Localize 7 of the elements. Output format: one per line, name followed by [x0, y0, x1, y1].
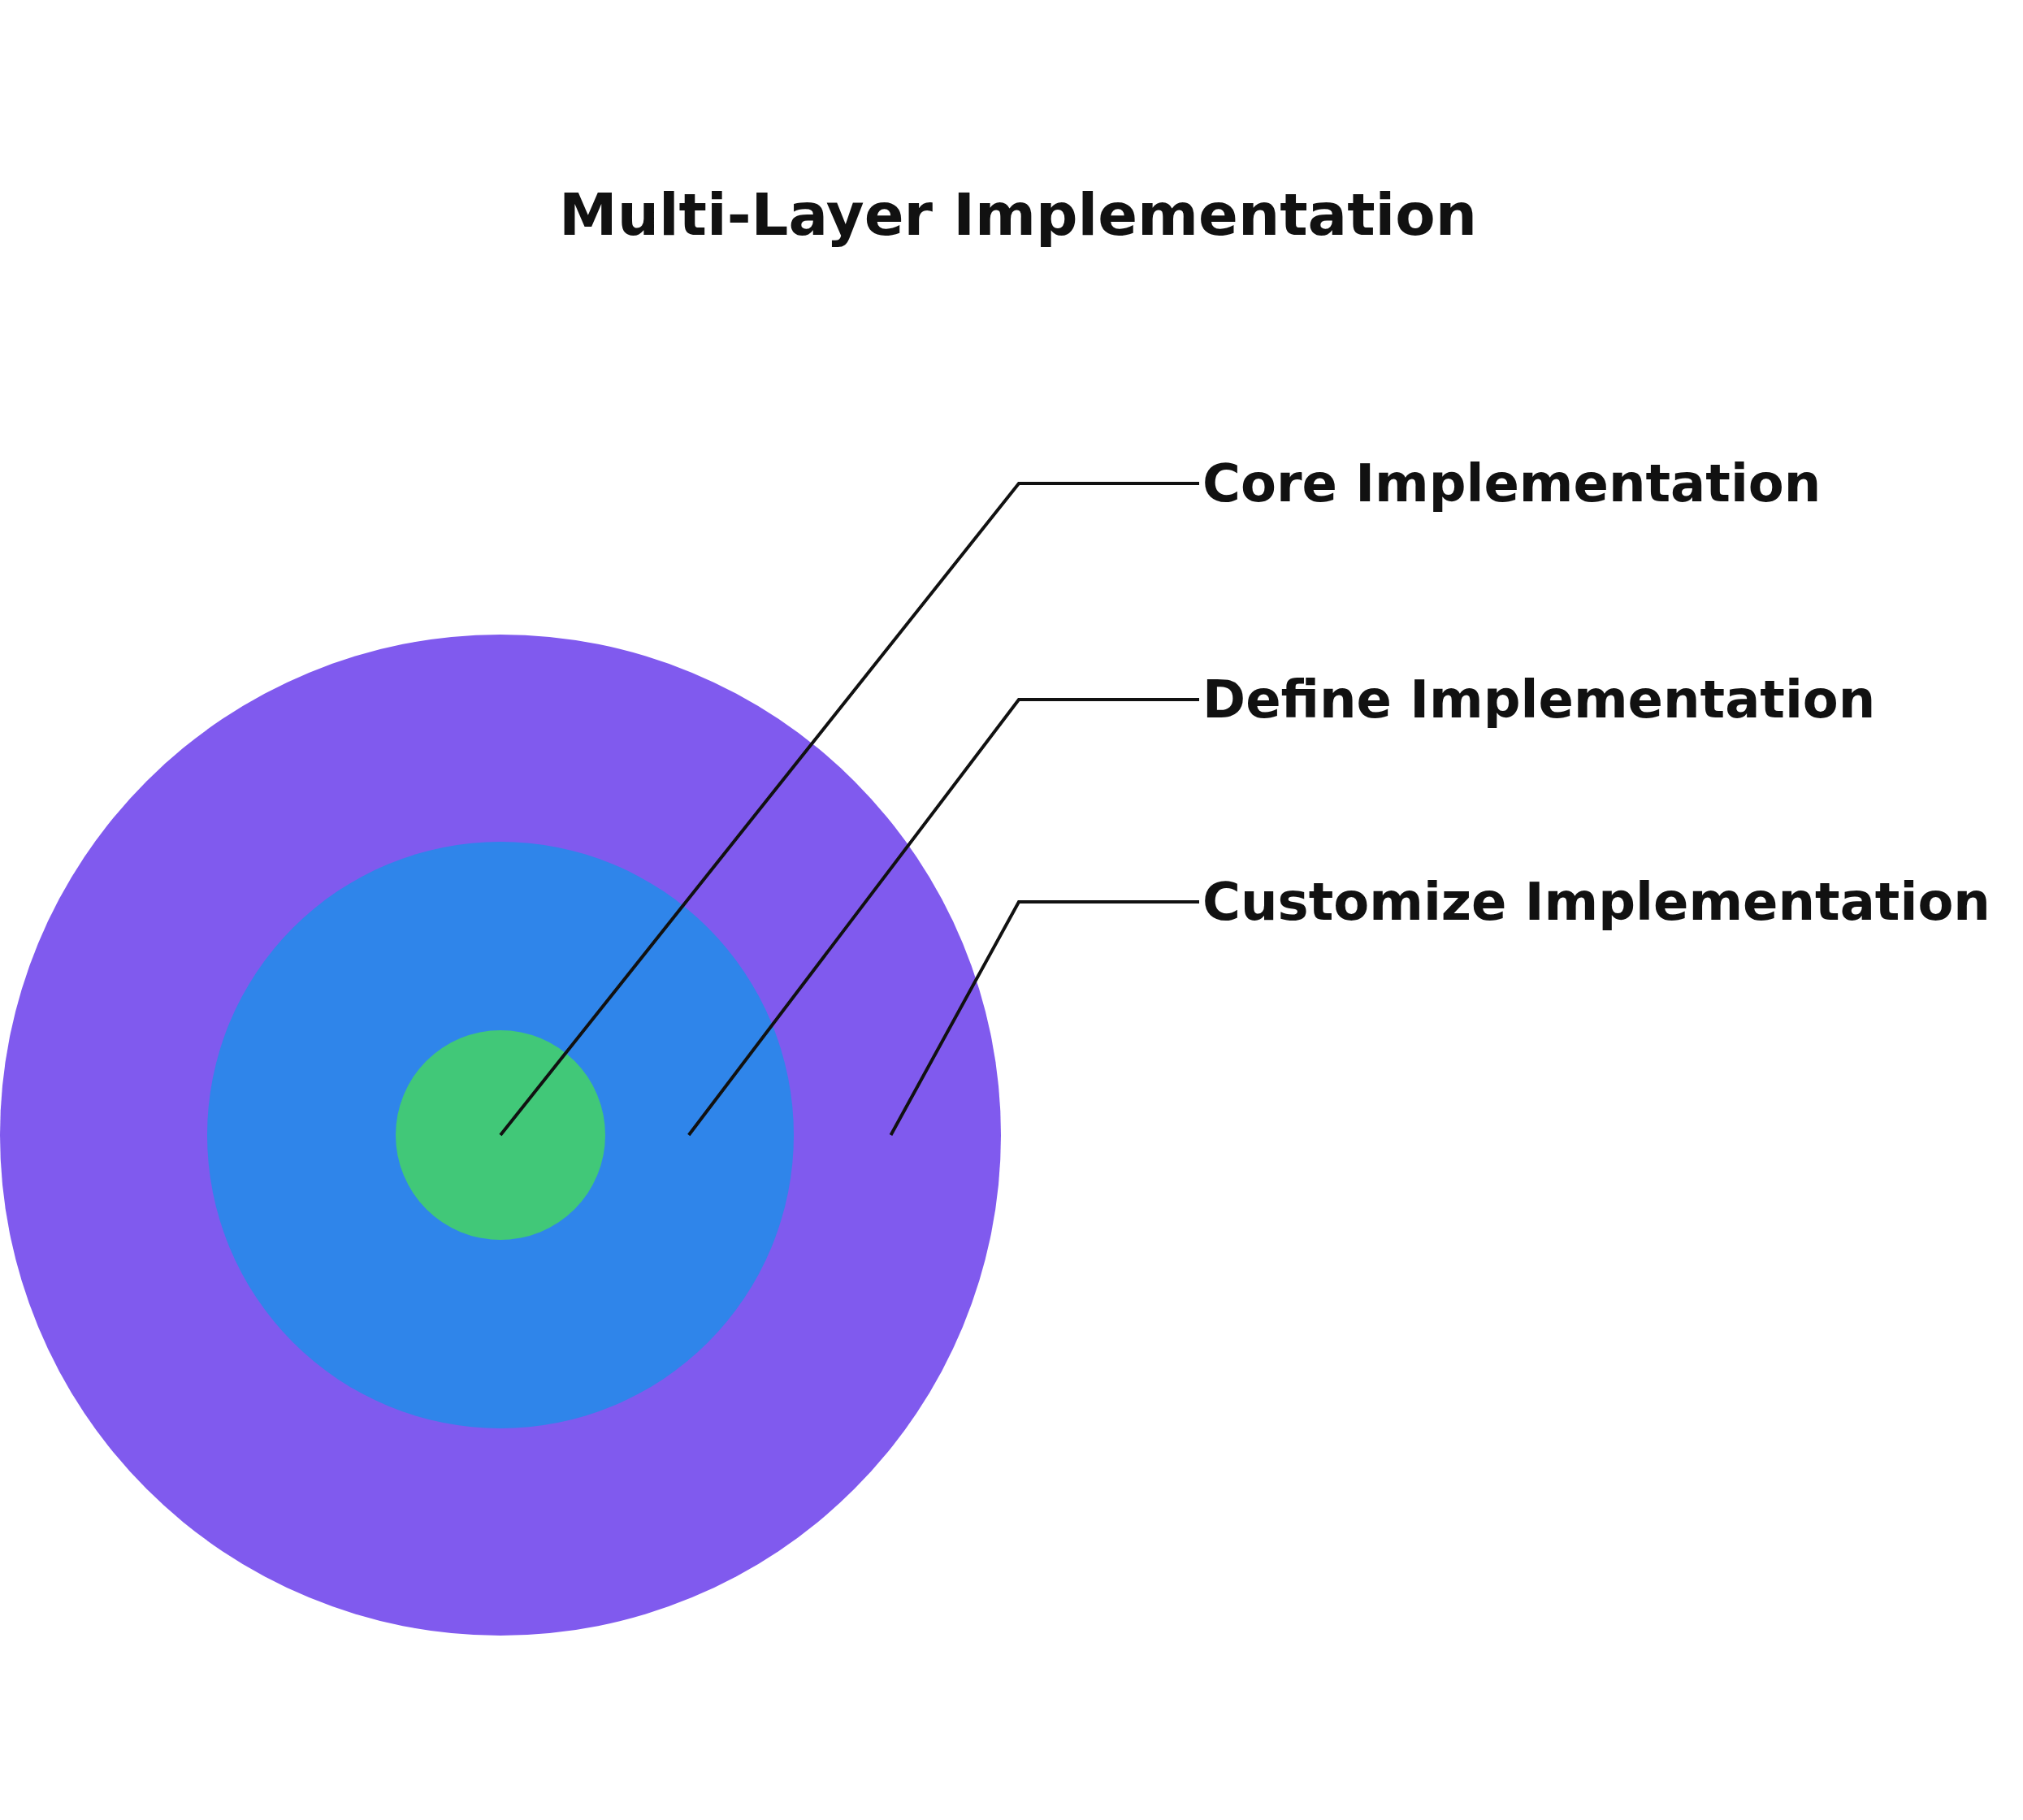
leader-line [889, 900, 1199, 1136]
callout-label: Core Implementation [1202, 453, 1822, 514]
callout-label: Define Implementation [1202, 669, 1876, 730]
leader-line [499, 482, 1199, 1137]
callout-label: Customize Implementation [1202, 871, 1991, 933]
diagram-title: Multi-Layer Implementation [559, 180, 1477, 249]
leader-line [687, 698, 1199, 1137]
